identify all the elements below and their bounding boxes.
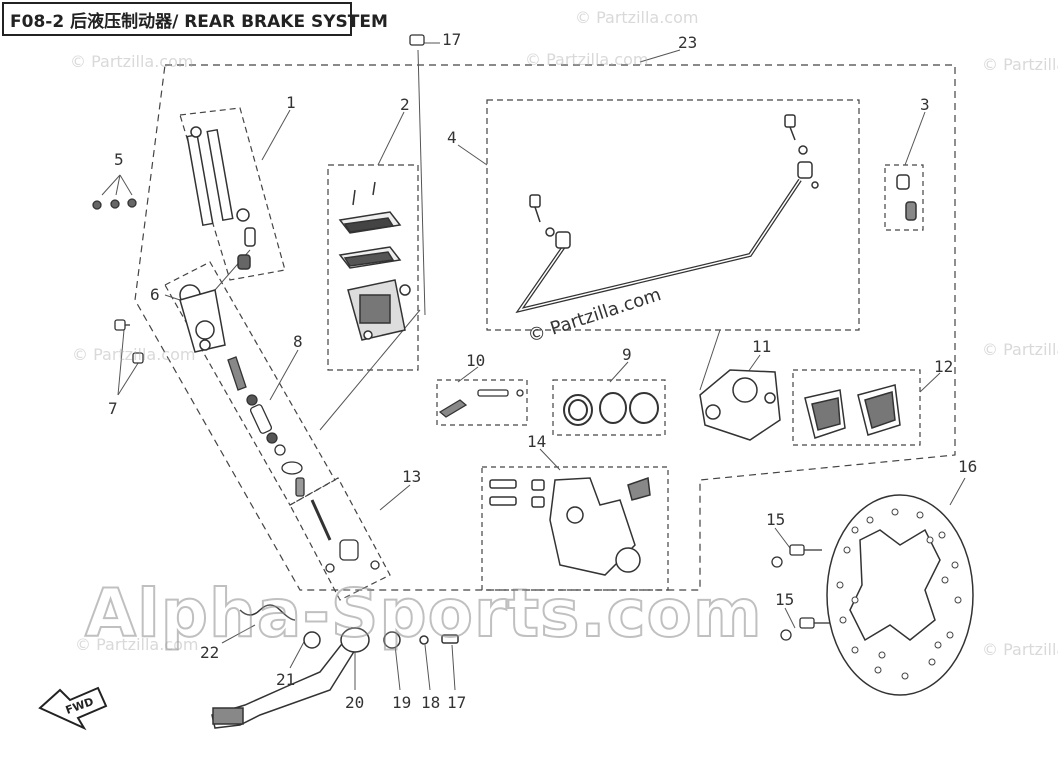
assembly-23-outline bbox=[134, 64, 956, 591]
group-3-box bbox=[884, 164, 924, 231]
callout-16: 16 bbox=[958, 457, 977, 476]
watermark-partzilla-3: © Partzilla.com bbox=[575, 8, 699, 27]
callout-15a: 15 bbox=[766, 510, 785, 529]
part-5-screws bbox=[92, 198, 137, 210]
callout-8: 8 bbox=[293, 332, 303, 351]
group-4-box bbox=[486, 99, 860, 331]
callout-22: 22 bbox=[200, 643, 219, 662]
part-3-bleeder bbox=[896, 174, 917, 221]
callout-5: 5 bbox=[114, 150, 124, 169]
watermark-partzilla-2: © Partzilla.com bbox=[525, 50, 649, 69]
part-7-bolts bbox=[114, 319, 144, 364]
watermark-alpha-sports: Alpha-Sports.com bbox=[84, 574, 763, 653]
diagram-title: F08-2 后液压制动器/ REAR BRAKE SYSTEM bbox=[2, 2, 388, 36]
callout-20: 20 bbox=[345, 693, 364, 712]
part-4-brake-hose bbox=[515, 114, 819, 314]
part-15-disc-bolts bbox=[771, 544, 830, 641]
callout-17a: 17 bbox=[442, 30, 461, 49]
callout-19: 19 bbox=[392, 693, 411, 712]
callout-4: 4 bbox=[447, 128, 457, 147]
callout-6: 6 bbox=[150, 285, 160, 304]
watermark-partzilla-5: © Partzilla.com bbox=[72, 345, 196, 364]
watermark-partzilla-7: © Partzilla.com bbox=[982, 640, 1058, 659]
callout-9: 9 bbox=[622, 345, 632, 364]
watermark-partzilla-6: © Partzilla.com bbox=[982, 340, 1058, 359]
callout-23: 23 bbox=[678, 33, 697, 52]
callout-11: 11 bbox=[752, 337, 771, 356]
callout-1: 1 bbox=[286, 93, 296, 112]
group-9-box bbox=[552, 379, 666, 436]
callout-7: 7 bbox=[108, 399, 118, 418]
callout-15b: 15 bbox=[775, 590, 794, 609]
group-14-box bbox=[481, 466, 669, 591]
watermark-partzilla-1: © Partzilla.com bbox=[70, 52, 194, 71]
watermark-partzilla-8: © Partzilla.com bbox=[75, 635, 199, 654]
group-10-box bbox=[436, 379, 528, 426]
part-16-brake-disc bbox=[826, 494, 974, 696]
callout-12: 12 bbox=[934, 357, 953, 376]
callout-18: 18 bbox=[421, 693, 440, 712]
callout-3: 3 bbox=[920, 95, 930, 114]
callout-21: 21 bbox=[276, 670, 295, 689]
callout-10: 10 bbox=[466, 351, 485, 370]
callout-13: 13 bbox=[402, 467, 421, 486]
part-8-piston-kit bbox=[227, 356, 305, 497]
watermark-partzilla-4: © Partzilla.com bbox=[982, 55, 1058, 74]
part-14-bracket bbox=[489, 476, 651, 576]
brake-pedal-assembly bbox=[211, 604, 459, 729]
fwd-arrow-icon: FWD bbox=[38, 686, 108, 731]
part-17-top-bolt bbox=[409, 34, 425, 46]
callout-2: 2 bbox=[400, 95, 410, 114]
part-11-caliper bbox=[699, 369, 781, 441]
group-13-box bbox=[289, 477, 391, 601]
part-12-pads bbox=[804, 384, 901, 439]
callout-14: 14 bbox=[527, 432, 546, 451]
part-10-pins bbox=[438, 389, 524, 418]
part-13-pushrod bbox=[310, 499, 380, 573]
part-1-reservoir-hose bbox=[186, 126, 256, 270]
part-6-master-cylinder bbox=[179, 284, 226, 353]
group-1-box bbox=[179, 107, 286, 281]
group-2-box bbox=[327, 164, 419, 371]
callout-17b: 17 bbox=[447, 693, 466, 712]
group-12-box bbox=[792, 369, 921, 446]
part-2-reservoir-cap bbox=[338, 181, 411, 341]
part-9-seals bbox=[563, 392, 659, 426]
